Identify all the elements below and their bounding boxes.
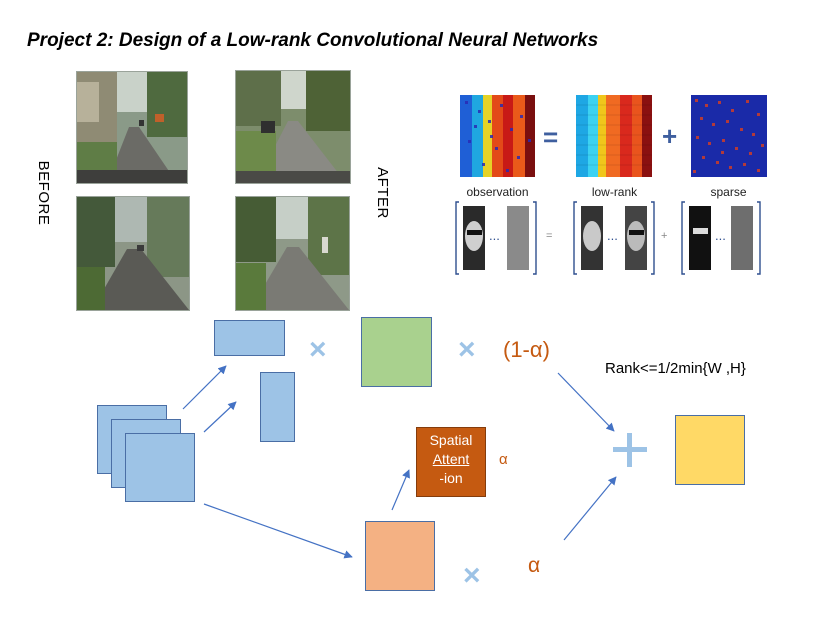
arrow-to-attention — [391, 469, 410, 511]
face-decomposition — [455, 198, 775, 278]
caption-observation: observation — [466, 185, 529, 199]
alpha-bottom-label: α — [528, 554, 541, 577]
alpha-small-label: α — [499, 451, 508, 468]
sparse-matrix — [691, 95, 767, 177]
ellipsis-2: ... — [607, 228, 618, 243]
plus-sign: + — [662, 121, 678, 151]
after-photo-bottom — [235, 196, 350, 311]
equals-sign: = — [543, 122, 559, 152]
arrow-top-to-plus — [557, 372, 615, 432]
v-factor-matrix — [260, 372, 295, 442]
spatial-attention-block: Spatial Attent -ion — [416, 427, 486, 497]
slide-title: Project 2: Design of a Low-rank Convolut… — [27, 30, 599, 51]
multiply-sign-2: × — [458, 333, 476, 366]
arrow-to-v-matrix — [203, 401, 237, 433]
rank-constraint: Rank<=1/2min{W ,H} — [605, 360, 746, 377]
arrow-to-u-matrix — [182, 365, 227, 410]
ellipsis-1: ... — [489, 228, 500, 243]
ellipsis-3: ... — [715, 228, 726, 243]
u-factor-matrix — [214, 320, 285, 356]
attention-line-3: -ion — [439, 470, 463, 486]
caption-low-rank: low-rank — [591, 185, 638, 199]
face-equals-sign: = — [546, 230, 553, 242]
multiply-sign-1: × — [309, 333, 327, 366]
feature-map — [365, 521, 435, 591]
input-tensor-layer-3 — [125, 433, 195, 502]
arrow-bottom-to-plus — [563, 476, 617, 541]
multiply-sign-3: × — [463, 559, 481, 592]
before-photo-bottom — [76, 196, 190, 311]
output-tensor — [675, 415, 745, 485]
sum-plus-icon — [612, 432, 648, 468]
after-photo-top — [235, 70, 351, 184]
caption-sparse: sparse — [710, 185, 747, 199]
arrow-to-salmon — [203, 503, 353, 559]
face-plus-sign: + — [661, 230, 668, 242]
observation-matrix — [460, 95, 535, 177]
attention-line-1: Spatial — [429, 432, 473, 448]
one-minus-alpha-label: (1-α) — [503, 337, 550, 362]
before-photo-top — [76, 71, 188, 184]
low-rank-product — [361, 317, 432, 387]
low-rank-matrix — [576, 95, 652, 177]
attention-line-2: Attent — [432, 451, 470, 467]
